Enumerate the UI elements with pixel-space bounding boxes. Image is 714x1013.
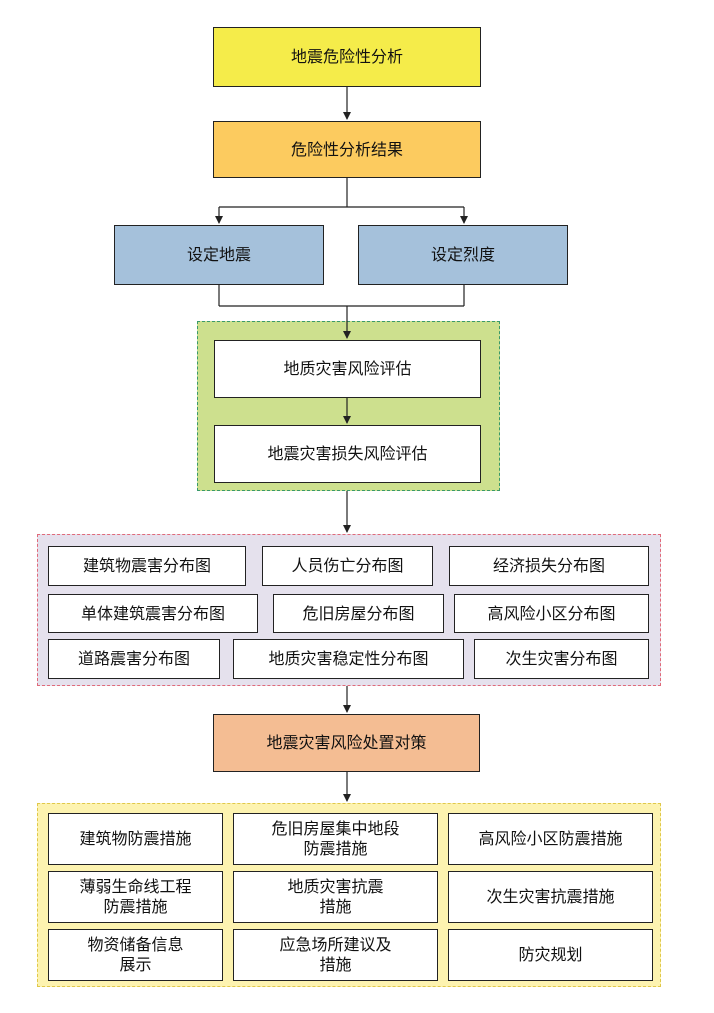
map-high-risk-community: 高风险小区分布图 [454,594,649,633]
measure-high-risk-community: 高风险小区防震措施 [448,813,653,865]
map-casualties: 人员伤亡分布图 [262,546,433,586]
set-earthquake-box: 设定地震 [114,225,324,285]
hazard-result-box: 危险性分析结果 [213,121,481,178]
measure-lifeline: 薄弱生命线工程 防震措施 [48,871,223,923]
measure-disaster-planning: 防灾规划 [448,929,653,981]
map-geo-stability: 地质灾害稳定性分布图 [233,639,464,679]
map-single-building: 单体建筑震害分布图 [48,594,258,633]
countermeasures-box: 地震灾害风险处置对策 [213,714,480,772]
hazard-analysis-box: 地震危险性分析 [213,27,481,87]
set-intensity-box: 设定烈度 [358,225,568,285]
map-road-damage: 道路震害分布图 [48,639,220,679]
measure-emergency-shelter: 应急场所建议及 措施 [233,929,438,981]
measure-geo-disaster: 地质灾害抗震 措施 [233,871,438,923]
loss-risk-box: 地震灾害损失风险评估 [214,425,481,483]
map-secondary-disaster: 次生灾害分布图 [474,639,649,679]
measure-secondary-disaster: 次生灾害抗震措施 [448,871,653,923]
measure-supplies-info: 物资储备信息 展示 [48,929,223,981]
map-economic-loss: 经济损失分布图 [449,546,649,586]
measure-building: 建筑物防震措施 [48,813,223,865]
measure-old-houses: 危旧房屋集中地段 防震措施 [233,813,438,865]
geo-risk-box: 地质灾害风险评估 [214,340,481,398]
map-building-damage: 建筑物震害分布图 [48,546,246,586]
map-old-houses: 危旧房屋分布图 [273,594,444,633]
